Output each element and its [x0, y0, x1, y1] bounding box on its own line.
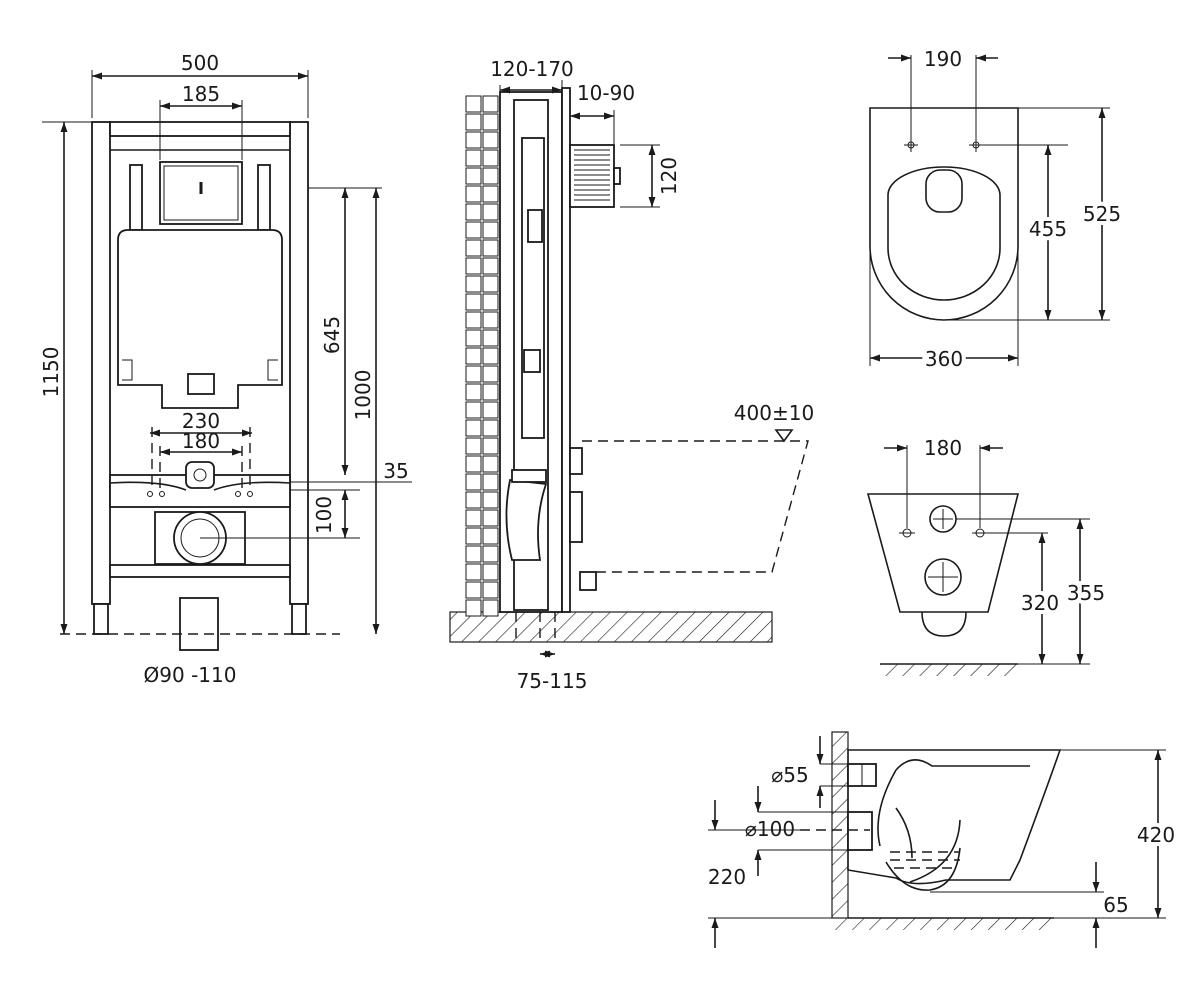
dim-width-500: 500 [181, 51, 219, 75]
dim-420: 420 [1137, 823, 1175, 847]
rear-view: 180 320 355 [866, 436, 1109, 676]
dim-355: 355 [1067, 581, 1105, 605]
dim-inlet-spacing-230: 230 [182, 409, 220, 433]
dim-65: 65 [1103, 893, 1128, 917]
dim-320: 320 [1021, 591, 1059, 615]
dim-plate-height-120: 120 [657, 157, 681, 195]
dim-width-360: 360 [925, 347, 963, 371]
dim-mount-holes-190: 190 [924, 47, 962, 71]
dim-plate-offset-10-90: 10-90 [577, 81, 635, 105]
dim-pipe-diameter: Ø90 -110 [144, 663, 237, 687]
front-view: 500 185 1150 230 180 645 1000 35 100 Ø90… [39, 51, 412, 687]
dim-outlet-diameter-100: ⌀100 [745, 817, 795, 841]
dim-flush-plate-185: 185 [182, 82, 220, 106]
dim-100: 100 [312, 496, 336, 534]
dim-rear-stud-spacing-180: 180 [924, 436, 962, 460]
dim-645: 645 [320, 316, 344, 354]
dim-height-1150: 1150 [39, 347, 63, 398]
dim-seat-height-400: 400±10 [734, 401, 814, 425]
side-view: 120-170 10-90 120 400±10 75-115 [449, 57, 814, 693]
profile-view: ⌀55 ⌀100 220 420 65 [708, 731, 1179, 948]
dim-stud-spacing-180: 180 [182, 429, 220, 453]
dim-455: 455 [1029, 217, 1067, 241]
dim-35: 35 [383, 459, 408, 483]
dim-inlet-diameter-55: ⌀55 [771, 763, 809, 787]
dim-525: 525 [1083, 202, 1121, 226]
top-view: 190 455 525 360 [869, 47, 1125, 375]
dim-1000: 1000 [351, 370, 375, 421]
dim-220: 220 [708, 865, 746, 889]
dim-depth-120-170: 120-170 [490, 57, 574, 81]
wall-tiles [465, 95, 499, 617]
dim-floor-offset-75-115: 75-115 [517, 669, 588, 693]
